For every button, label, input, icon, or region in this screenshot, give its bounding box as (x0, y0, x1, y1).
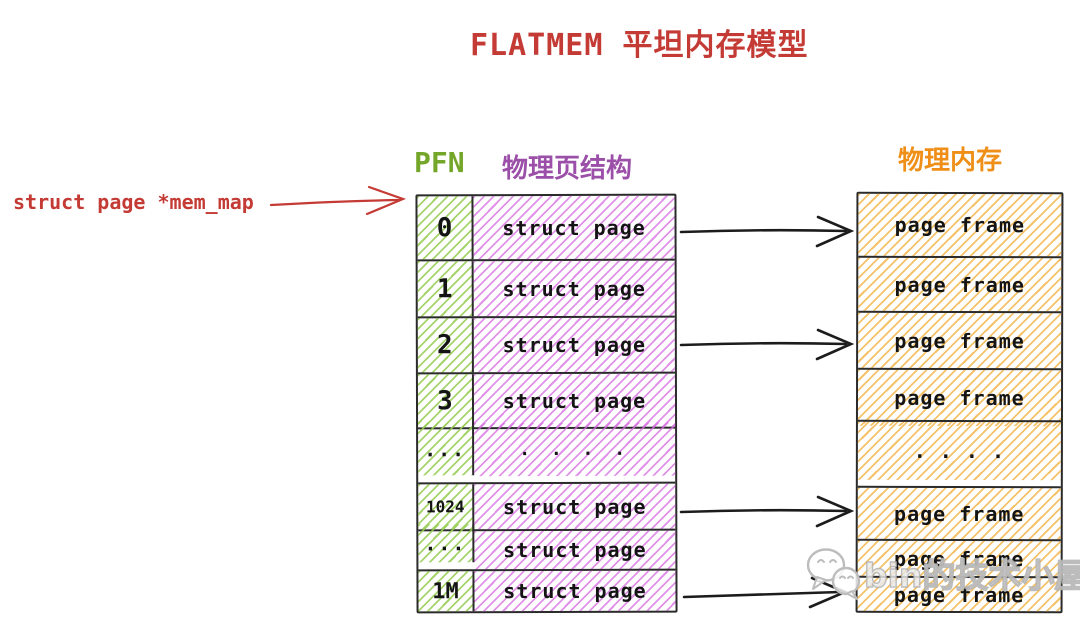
page-struct-column-label: 物理页结构 (502, 154, 633, 184)
physical-memory-label: 物理内存 (898, 146, 1003, 176)
mapping-arrow-pfn1m (682, 576, 849, 609)
struct-page-cell: struct page (474, 570, 676, 612)
mem-map-table: 0 struct page 1 struct page 2 struct pag… (415, 193, 678, 614)
mem-map-row: 1 struct page (417, 258, 675, 317)
mem-map-row: 2 struct page (417, 315, 675, 373)
page-frame-row: page frame (858, 255, 1062, 312)
struct-page-cell: struct page (473, 317, 675, 373)
page-frame-row: page frame (857, 575, 1061, 612)
struct-page-cell: struct page (473, 260, 675, 317)
page-frame-row-ellipsis: . . . . (857, 419, 1061, 481)
mapping-arrow-pfn0 (679, 215, 855, 248)
pfn-cell: 3 (417, 374, 475, 428)
mem-map-row: 3 struct page (417, 371, 676, 428)
mem-map-row: 1024 struct page (418, 481, 676, 530)
mapping-arrows (679, 215, 855, 609)
pfn-column-label: PFN (414, 146, 465, 179)
mem-map-arrow (269, 185, 407, 216)
physical-memory-table: page frame page frame page frame page fr… (855, 191, 1064, 614)
mem-map-row-ellipsis: ... . . . . (418, 422, 676, 483)
mapping-arrow-pfn2 (679, 328, 855, 361)
pfn-cell: 2 (417, 318, 474, 373)
diagram-title: FLATMEM 平坦内存模型 (470, 28, 809, 63)
page-frame-row: page frame (857, 367, 1062, 427)
mem-map-label: struct page *mem_map (13, 190, 254, 214)
struct-page-cell: . . . . (474, 422, 676, 477)
mem-map-row: 0 struct page (417, 195, 675, 260)
struct-page-cell: struct page (473, 195, 675, 260)
page-frame-row: page frame (857, 485, 1061, 540)
struct-page-cell: struct page (473, 373, 676, 428)
pfn-cell: 1M (418, 571, 475, 612)
mem-map-row: 1M struct page (418, 568, 676, 612)
page-frame-row: page frame (858, 310, 1062, 369)
pfn-cell: ... (418, 422, 475, 476)
page-frame-row: page frame (858, 193, 1062, 257)
pfn-cell: 1024 (418, 484, 475, 530)
mapping-arrow-pfn1024 (679, 495, 855, 528)
pfn-cell: 1 (417, 261, 474, 317)
page-frame-row: page frame (857, 538, 1061, 577)
mem-map-row-ellipsis: ... struct page (418, 524, 676, 570)
struct-page-cell: struct page (474, 483, 676, 530)
pfn-cell: 0 (417, 196, 474, 260)
struct-page-cell: struct page (474, 530, 676, 570)
pfn-cell: ... (418, 524, 475, 563)
